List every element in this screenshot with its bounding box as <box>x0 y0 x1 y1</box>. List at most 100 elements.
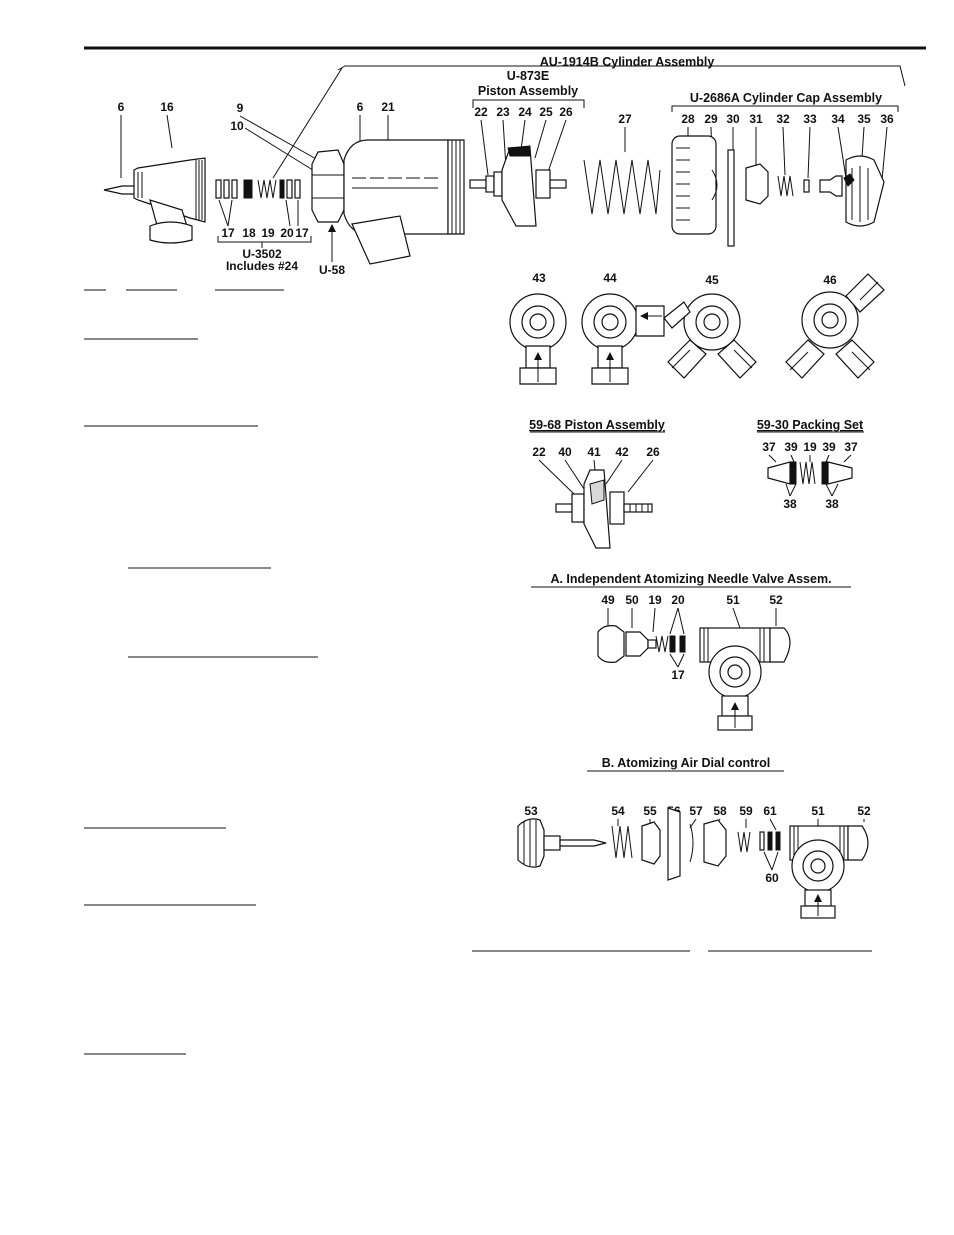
packing-stack-part <box>215 179 301 199</box>
part-number-label: 27 <box>618 112 632 126</box>
cylinder-body-part <box>343 139 465 265</box>
part-number-label: 31 <box>749 112 763 126</box>
part-number-label: 30 <box>726 112 740 126</box>
piston-assembly-5968: 59-68 Piston Assembly 22 40 41 42 26 <box>529 418 665 549</box>
part-number-label: 18 <box>242 226 256 240</box>
cap-spring-part <box>777 175 794 197</box>
part-number-label: 26 <box>646 445 660 459</box>
body-44-part <box>581 293 665 385</box>
part-number-label: 41 <box>587 445 601 459</box>
body-43-part <box>509 293 567 385</box>
needle-valve-assembly: A. Independent Atomizing Needle Valve As… <box>531 572 851 731</box>
cap-knob-part <box>843 155 885 227</box>
piston-part <box>469 145 567 227</box>
part-number-label: 19 <box>648 593 662 607</box>
kit-bracket <box>217 236 312 243</box>
kit-title-part: U-3502 <box>242 247 282 261</box>
part-number-label: 17 <box>221 226 235 240</box>
part-number-label: 26 <box>559 105 573 119</box>
text-column-rules <box>84 289 872 1055</box>
part-number-label: 39 <box>822 440 836 454</box>
part-number-label: 46 <box>823 273 837 287</box>
part-number-label: 35 <box>857 112 871 126</box>
part-number-label: 32 <box>776 112 790 126</box>
piston-assembly-title: 59-68 Piston Assembly <box>529 418 665 432</box>
part-number-label: 54 <box>611 804 625 818</box>
part-number-label: 9 <box>237 101 244 115</box>
part-number-label: 10 <box>230 119 244 133</box>
packing-nut-part <box>311 149 345 223</box>
part-number-label: 61 <box>763 804 777 818</box>
assembly-leader <box>272 67 343 179</box>
cap-valve-part <box>819 175 843 197</box>
part-number-label: 20 <box>671 593 685 607</box>
piston-title-part: U-873E <box>507 69 549 83</box>
part-number-label: 6 <box>357 100 364 114</box>
part-number-label: 36 <box>880 112 894 126</box>
needle-part <box>103 185 139 195</box>
part-number-label: 34 <box>831 112 845 126</box>
dial-control-title: B. Atomizing Air Dial control <box>602 756 771 770</box>
piston-bracket <box>472 99 585 108</box>
packing-set-title: 59-30 Packing Set <box>757 418 864 432</box>
piston-title-name: Piston Assembly <box>478 84 578 98</box>
part-number-label: 39 <box>784 440 798 454</box>
needle-valve-title: A. Independent Atomizing Needle Valve As… <box>550 572 831 586</box>
body-45-part <box>663 293 757 379</box>
cap-nut-part <box>745 163 769 205</box>
part-number-label: 40 <box>558 445 572 459</box>
part-number-label: 16 <box>160 100 174 114</box>
part-number-label: 59 <box>739 804 753 818</box>
assembly-title: AU-1914B Cylinder Assembly <box>540 55 715 69</box>
cylinder-spring-part <box>583 159 661 215</box>
packing-set-5930: 59-30 Packing Set 37 39 19 39 37 38 38 <box>757 418 864 511</box>
dial-control-assembly: B. Atomizing Air Dial control 53 54 55 5… <box>517 756 871 919</box>
body-46-part <box>785 273 885 379</box>
body-variants: 43 44 45 46 <box>509 271 885 385</box>
part-number-label: 25 <box>539 105 553 119</box>
part-number-label: 33 <box>803 112 817 126</box>
part-number-label: 29 <box>704 112 718 126</box>
part-number-label: 17 <box>295 226 309 240</box>
part-number-label: 52 <box>769 593 783 607</box>
part-number-label: 22 <box>474 105 488 119</box>
part-number-label: 44 <box>603 271 617 285</box>
part-number-label: 19 <box>261 226 275 240</box>
main-part-numbers: 6 16 9 10 6 21 22 23 24 25 26 27 28 29 3… <box>118 100 894 240</box>
part-number-label: 19 <box>803 440 817 454</box>
part-number-label: 42 <box>615 445 629 459</box>
cap-bracket <box>671 105 899 112</box>
part-number-label: 50 <box>625 593 639 607</box>
cylinder-cap-part <box>671 135 718 235</box>
part-number-label: 45 <box>705 273 719 287</box>
part-number-label: 38 <box>825 497 839 511</box>
part-number-label: 28 <box>681 112 695 126</box>
cap-title: U-2686A Cylinder Cap Assembly <box>690 91 882 105</box>
part-number-label: 38 <box>783 497 797 511</box>
part-number-label: 49 <box>601 593 615 607</box>
part-number-label: 60 <box>765 871 779 885</box>
main-leaders <box>120 114 888 227</box>
cap-washer-part <box>803 179 810 193</box>
cap-gasket-part <box>727 149 735 247</box>
assembly-bracket <box>337 65 906 87</box>
part-number-label: 37 <box>844 440 858 454</box>
part-number-label: 22 <box>532 445 546 459</box>
part-number-label: 24 <box>518 105 532 119</box>
part-number-label: 43 <box>532 271 546 285</box>
part-number-label: 37 <box>762 440 776 454</box>
main-cylinder-assembly: AU-1914B Cylinder Assembly U-873E Piston… <box>103 55 906 277</box>
part-number-label: 51 <box>726 593 740 607</box>
part-number-label: 52 <box>857 804 871 818</box>
u58-label: U-58 <box>319 263 345 277</box>
part-number-label: 20 <box>280 226 294 240</box>
part-number-label: 51 <box>811 804 825 818</box>
part-number-label: 53 <box>524 804 538 818</box>
part-number-label: 6 <box>118 100 125 114</box>
nozzle-body-part <box>133 157 206 244</box>
part-number-label: 21 <box>381 100 395 114</box>
part-number-label: 23 <box>496 105 510 119</box>
part-number-label: 57 <box>689 804 703 818</box>
part-number-label: 55 <box>643 804 657 818</box>
